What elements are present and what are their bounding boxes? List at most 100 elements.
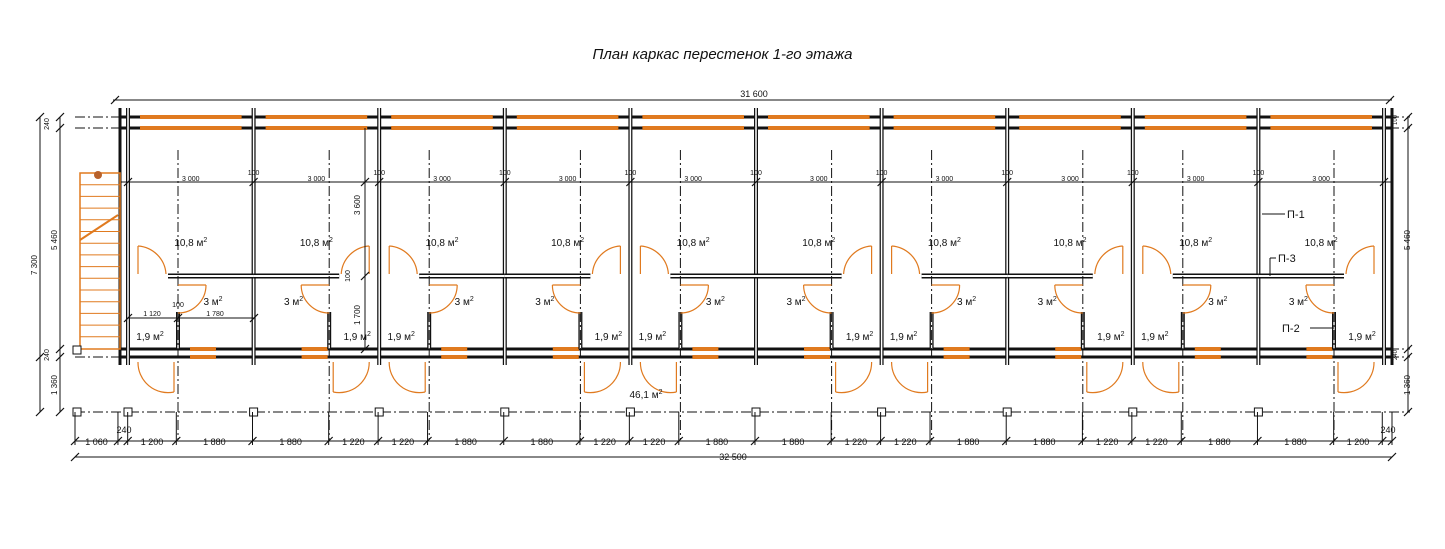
dim-post-width: 100 xyxy=(1253,170,1265,177)
window xyxy=(943,347,970,351)
dim-1780: 1 780 xyxy=(206,311,224,318)
dim-bay-width: 3 000 xyxy=(810,176,828,183)
dim-post-width: 100 xyxy=(876,170,888,177)
door-swing xyxy=(1094,245,1123,275)
room-area-bath: 3 м2 xyxy=(455,296,474,308)
dim-bottom-segment: 1 880 xyxy=(1208,437,1231,447)
dim-tick xyxy=(1385,95,1395,105)
dim-tick xyxy=(1403,407,1413,417)
dim-bottom-segment: 1 220 xyxy=(342,437,365,447)
dim-wall-bottom: 240 xyxy=(44,349,51,361)
entrance-door-swing xyxy=(584,361,622,394)
stair-cut-line xyxy=(79,214,119,241)
window xyxy=(1194,355,1221,359)
dim-bay-width: 3 000 xyxy=(684,176,702,183)
window xyxy=(642,115,744,119)
dim-post-width: 100 xyxy=(1001,170,1013,177)
room-area-large: 10,8 м2 xyxy=(677,237,710,249)
dim-bay-width: 3 000 xyxy=(1312,176,1330,183)
window xyxy=(140,126,242,130)
room-area-bath: 3 м2 xyxy=(706,296,725,308)
window xyxy=(190,347,216,351)
window xyxy=(1019,126,1121,130)
dim-bottom-segment: 1 220 xyxy=(1145,437,1168,447)
stair-start-marker xyxy=(94,171,102,179)
door-swing xyxy=(1345,245,1375,275)
room-area-large: 10,8 м2 xyxy=(425,237,458,249)
window xyxy=(265,126,368,130)
room-area-large: 10,8 м2 xyxy=(802,237,835,249)
entrance-door-swing xyxy=(890,361,928,394)
dim-bottom-segment: 1 880 xyxy=(782,437,805,447)
door-swing xyxy=(389,245,418,275)
dim-tick xyxy=(1403,112,1413,122)
room-area-hall: 1,9 м2 xyxy=(1141,331,1169,343)
dim-bottom-segment: 1 880 xyxy=(279,437,302,447)
dim-bay-width: 3 000 xyxy=(308,176,326,183)
dim-bottom-segment: 1 220 xyxy=(894,437,917,447)
window xyxy=(1194,347,1221,351)
window xyxy=(1306,355,1333,359)
dim-tick xyxy=(35,352,45,362)
window xyxy=(516,126,619,130)
room-area-hall: 1,9 м2 xyxy=(846,331,874,343)
window xyxy=(1055,355,1082,359)
window xyxy=(943,355,970,359)
window xyxy=(1019,115,1121,119)
dim-tick xyxy=(500,177,510,187)
dim-tick xyxy=(1403,123,1413,133)
label-p1: П-1 xyxy=(1287,209,1305,221)
door-swing xyxy=(931,284,961,314)
entrance-door-swing xyxy=(639,361,677,394)
dim-bottom-segment: 1 220 xyxy=(1096,437,1119,447)
door-swing xyxy=(1054,284,1083,314)
door-swing xyxy=(891,245,921,275)
door-swing xyxy=(803,284,832,314)
door-swing xyxy=(137,245,167,275)
dim-bay-width: 3 000 xyxy=(936,176,954,183)
dim-room-depth: 3 600 xyxy=(353,194,362,215)
dim-tick xyxy=(1403,352,1413,362)
dim-post-width: 100 xyxy=(248,170,260,177)
window xyxy=(441,355,468,359)
dim-tick xyxy=(70,452,80,462)
window xyxy=(804,355,830,359)
porch-post xyxy=(72,345,82,355)
entrance-door-swing xyxy=(1337,361,1375,394)
dim-bottom-segment: 1 880 xyxy=(957,437,980,447)
door-swing xyxy=(177,284,207,314)
porch-post xyxy=(625,407,635,417)
entrance-door-swing xyxy=(333,361,370,394)
dim-post-width: 100 xyxy=(750,170,762,177)
room-area-bath: 3 м2 xyxy=(1038,296,1057,308)
window xyxy=(301,347,328,351)
entrance-door-swing xyxy=(1086,361,1124,394)
dim-total-depth: 7 300 xyxy=(30,254,39,275)
door-swing xyxy=(591,245,621,275)
room-area-bath: 3 м2 xyxy=(284,296,303,308)
porch-post xyxy=(1128,407,1138,417)
dim-inner-depth-right: 5 460 xyxy=(1403,229,1412,250)
dim-tick xyxy=(751,177,761,187)
porch-post xyxy=(249,407,259,417)
dim-bay-width: 3 000 xyxy=(1061,176,1079,183)
dim-tick xyxy=(249,177,259,187)
dim-tick xyxy=(374,177,384,187)
door-swing xyxy=(1305,284,1335,314)
dim-bay-width: 3 000 xyxy=(1187,176,1205,183)
door-swing xyxy=(843,245,872,275)
porch-post xyxy=(374,407,384,417)
dim-bottom-segment: 1 220 xyxy=(643,437,666,447)
dim-bottom-segment: 1 200 xyxy=(1347,437,1370,447)
door-swing xyxy=(429,284,458,314)
dim-wall-bottom-right: 240 xyxy=(1393,349,1399,360)
room-area-hall: 1,9 м2 xyxy=(136,331,164,343)
dim-bottom-segment: 1 880 xyxy=(454,437,477,447)
dim-tick xyxy=(110,95,120,105)
window xyxy=(552,347,579,351)
dim-bottom-segment: 1 880 xyxy=(531,437,554,447)
label-p2: П-2 xyxy=(1282,323,1300,335)
door-swing xyxy=(680,284,709,314)
dim-inner-depth: 5 460 xyxy=(50,229,59,250)
